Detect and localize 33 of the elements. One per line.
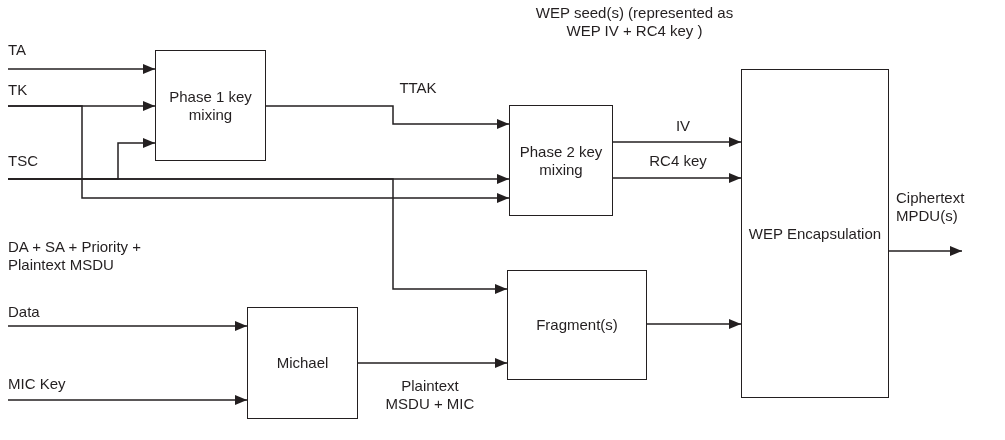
box-label: Michael	[275, 354, 330, 372]
note-text: WEP seed(s) (represented as WEP IV + RC4 key )	[534, 4, 735, 40]
process-box	[507, 270, 647, 380]
input-label: Data	[8, 302, 58, 322]
arrow	[265, 105, 510, 129]
process-box	[509, 105, 613, 216]
edge-label: RC4 key	[648, 152, 708, 170]
edge-label: Ciphertext MPDU(s)	[896, 189, 966, 225]
arrow	[646, 319, 742, 329]
arrow	[7, 64, 156, 74]
input-label: TA	[8, 40, 38, 60]
note-text: DA + SA + Priority + Plaintext MSDU	[8, 238, 142, 274]
box-label: Phase 2 key mixing	[518, 142, 604, 179]
arrow	[888, 246, 963, 256]
arrow	[612, 173, 742, 183]
edge-label: TTAK	[398, 79, 438, 97]
edge-label: IV	[674, 117, 692, 135]
arrow	[7, 395, 248, 405]
input-label: TK	[8, 80, 38, 100]
arrow	[7, 321, 248, 331]
box-label: Phase 1 key mixing	[168, 87, 253, 124]
input-label: MIC Key	[8, 374, 88, 394]
box-label: WEP Encapsulation	[747, 224, 883, 243]
process-box	[741, 69, 889, 398]
arrow	[7, 178, 508, 294]
arrow	[357, 358, 508, 368]
edge-label: Plaintext MSDU + MIC	[385, 377, 475, 413]
arrow	[612, 137, 742, 147]
input-label: TSC	[8, 151, 48, 171]
process-box	[155, 50, 266, 161]
box-label: Fragment(s)	[535, 316, 619, 334]
arrow	[7, 105, 510, 203]
process-box	[247, 307, 358, 419]
